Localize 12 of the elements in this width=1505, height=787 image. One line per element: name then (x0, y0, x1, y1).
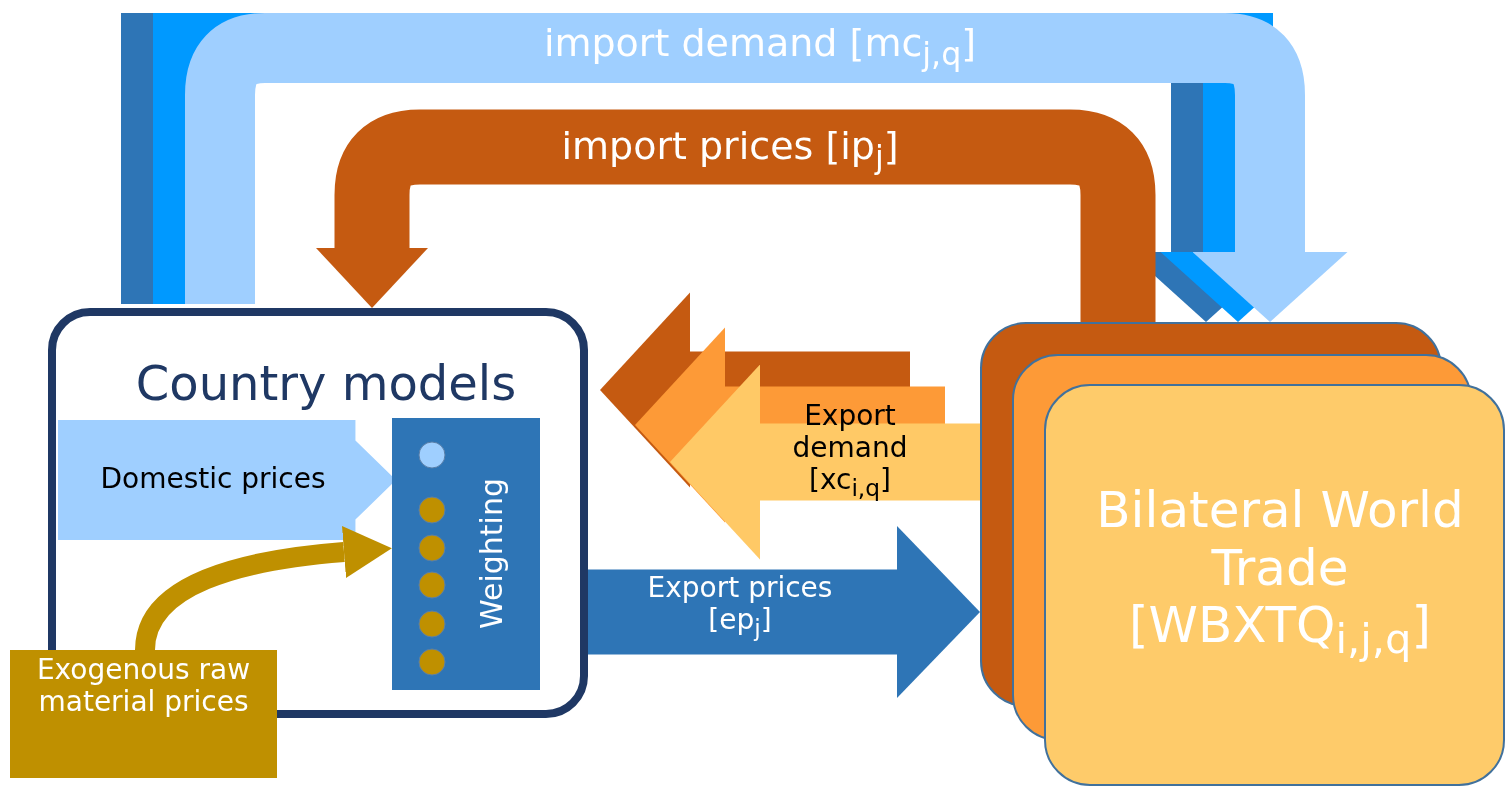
arrow-label: import demand [mc$_{j,q}$] (542, 22, 978, 72)
box-label: Exogenous raw material prices (35, 654, 252, 719)
arrow-label: Export prices [ep$_{j}$] (646, 572, 834, 642)
input-box (10, 650, 277, 778)
arrow-label: import prices [ip$_{j}$] (560, 125, 900, 175)
stacked-cards (980, 322, 1505, 787)
weighting-panel (392, 418, 540, 690)
box-title: Country models (134, 356, 518, 412)
shape-label: Domestic prices (99, 463, 327, 496)
vertical-label: Weighting (474, 478, 509, 629)
arrow-label: Export demand [xc$_{i,q}$] (791, 400, 909, 502)
card-label: Bilateral World Trade [WBXTQ$_{i,j,q}$] (1095, 482, 1465, 663)
